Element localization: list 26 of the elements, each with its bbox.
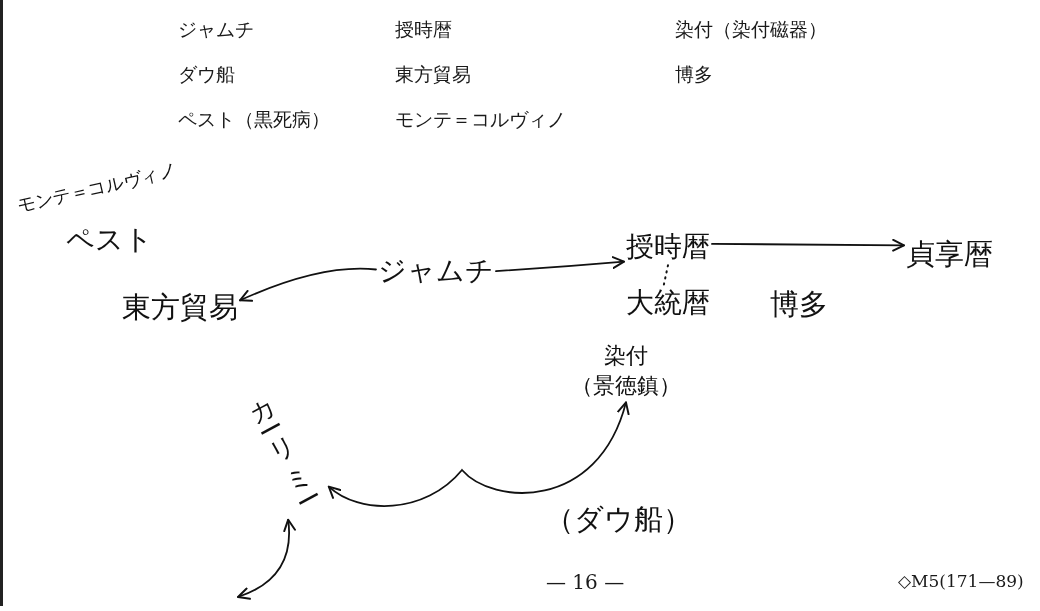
page-number: — 16 — — [546, 571, 625, 594]
list-term: 染付（染付磁器） — [675, 19, 827, 41]
dotted-line — [662, 264, 669, 286]
handwritten-term: 大統暦 — [626, 287, 710, 320]
handwritten-term: 染付（景徳鎮） — [569, 341, 683, 401]
handwritten-term: 貞享暦 — [906, 238, 993, 272]
arrow — [711, 238, 905, 252]
handwritten-term: カーリミー — [225, 362, 327, 518]
double-arrow — [237, 518, 296, 600]
handwritten-term: 東方貿易 — [122, 291, 238, 325]
handwritten-term: 授時暦 — [626, 231, 710, 264]
list-term: 東方貿易 — [395, 64, 471, 86]
handwritten-term: ジャムチ — [378, 255, 494, 288]
list-term: 博多 — [675, 64, 713, 86]
curved-arrow — [327, 401, 629, 507]
handwritten-note: ペスト — [66, 224, 153, 257]
list-term: ペスト（黒死病） — [178, 109, 330, 131]
list-term: 授時暦 — [395, 19, 452, 41]
handwritten-note: 博多 — [770, 288, 828, 322]
list-term: モンテ＝コルヴィノ — [395, 109, 566, 131]
arrow — [495, 256, 625, 272]
arrow — [239, 267, 377, 302]
list-term: ダウ船 — [178, 64, 235, 86]
handwritten-note: モンテ＝コルヴィノ — [15, 159, 179, 217]
list-term: ジャムチ — [178, 19, 254, 41]
page-code: ◇M5(171—89) — [898, 572, 1024, 592]
